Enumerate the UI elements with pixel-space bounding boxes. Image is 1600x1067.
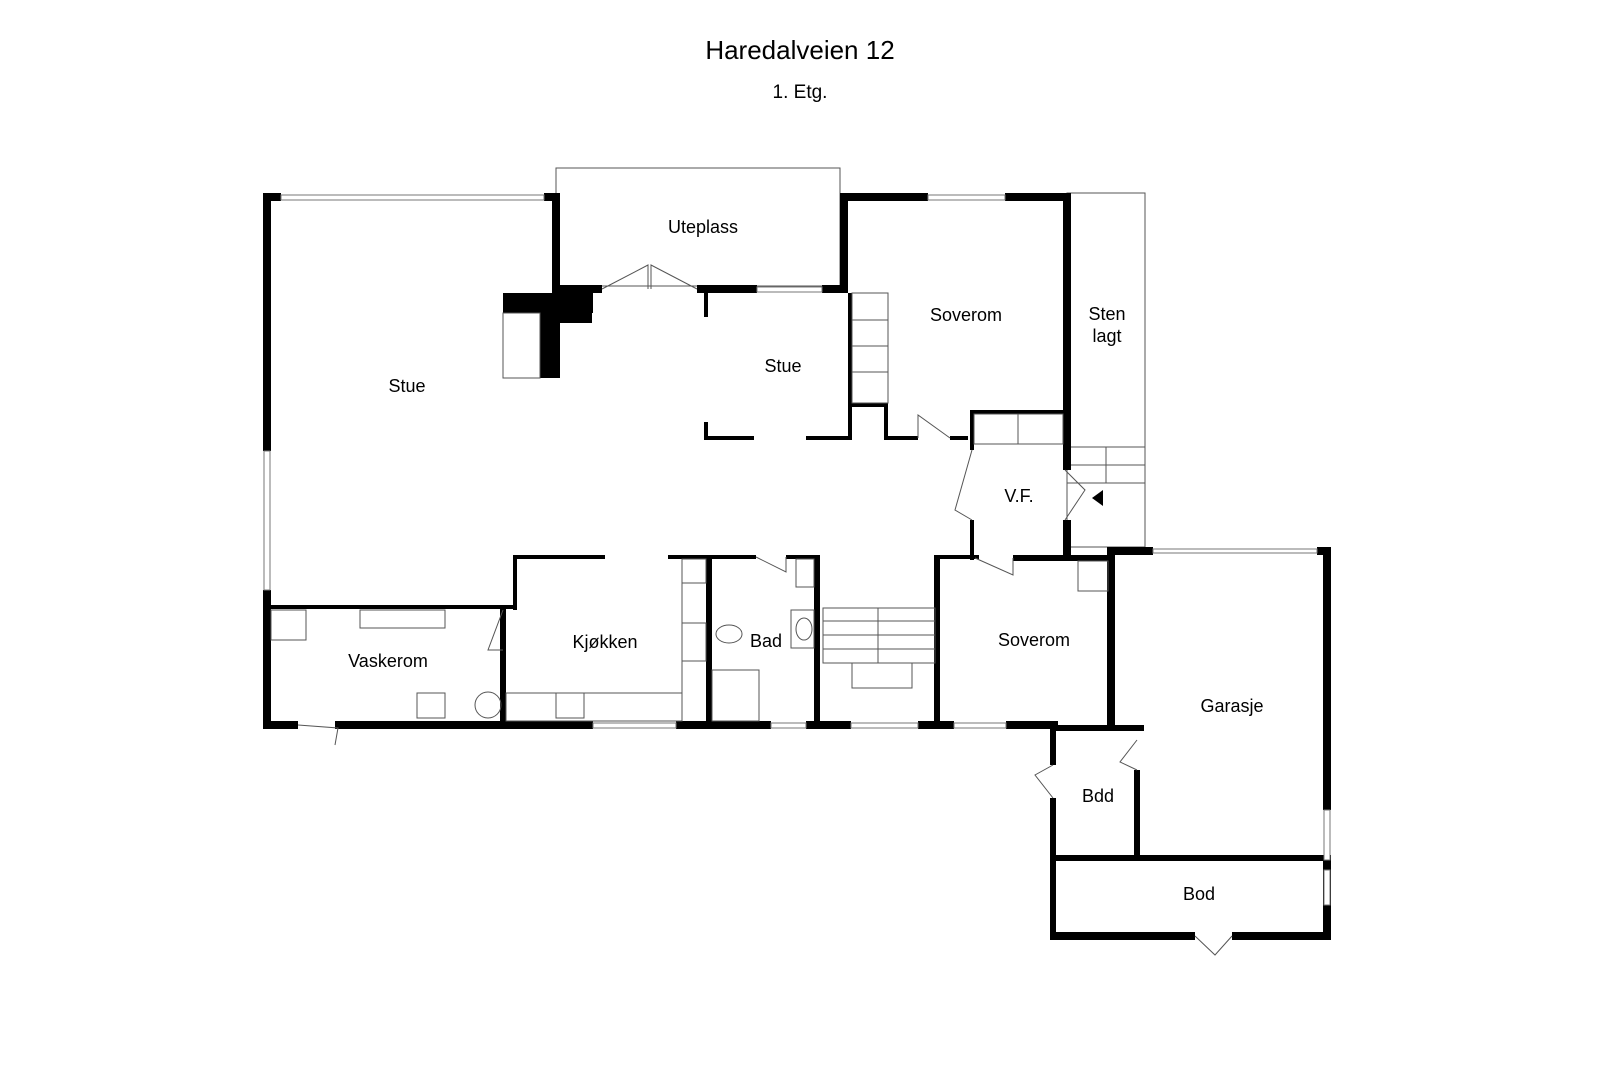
- room-label-stue-inner: Stue: [764, 356, 801, 376]
- windows: [263, 194, 1331, 906]
- room-label-sten-line1: Sten: [1088, 304, 1125, 324]
- walls: [263, 193, 1331, 940]
- room-label-stue: Stue: [388, 376, 425, 396]
- room-label-garasje: Garasje: [1200, 696, 1263, 716]
- room-label-uteplass: Uteplass: [668, 217, 738, 237]
- room-label-bad: Bad: [750, 631, 782, 651]
- room-label-vaskerom: Vaskerom: [348, 651, 428, 671]
- fixtures: [270, 292, 1109, 722]
- room-label-bdd: Bdd: [1082, 786, 1114, 806]
- room-labels: Stue Uteplass Stue Soverom Sten lagt V.F…: [348, 217, 1263, 904]
- room-label-soverom-top: Soverom: [930, 305, 1002, 325]
- doors: [297, 264, 1233, 956]
- floor-subtitle: 1. Etg.: [772, 82, 828, 103]
- room-label-vf: V.F.: [1004, 486, 1033, 506]
- room-label-kjokken: Kjøkken: [572, 632, 637, 652]
- room-label-soverom-bottom: Soverom: [998, 630, 1070, 650]
- room-label-sten-line2: lagt: [1092, 326, 1121, 346]
- plan-title: Haredalveien 12: [705, 35, 895, 65]
- room-label-bod: Bod: [1183, 884, 1215, 904]
